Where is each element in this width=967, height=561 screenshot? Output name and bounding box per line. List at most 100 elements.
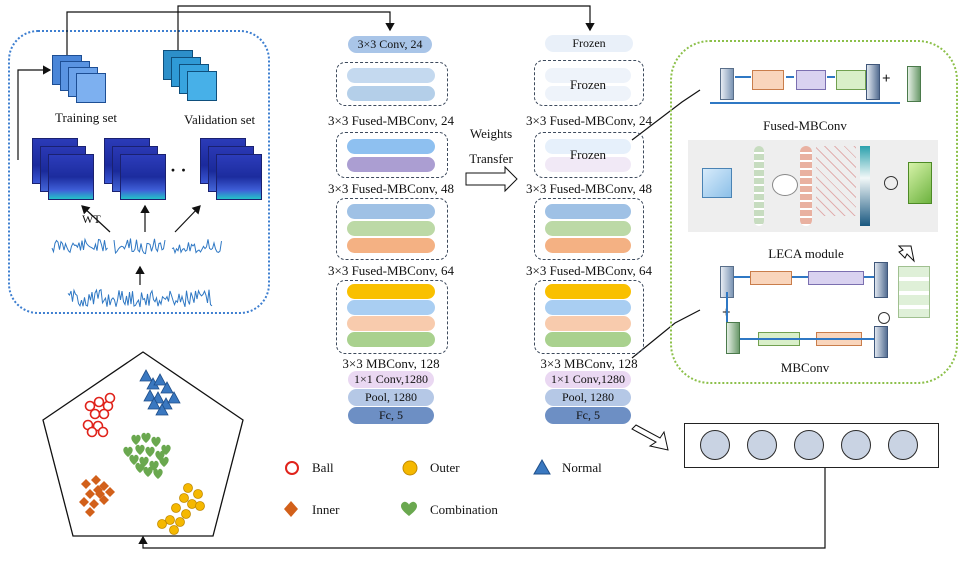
ball-legend-icon [285, 461, 299, 475]
inner-marker [85, 489, 95, 499]
source-pool: Pool, 1280 [348, 389, 434, 406]
normal-marker [155, 403, 169, 416]
outer-marker [169, 525, 179, 535]
source-stage1-layer [347, 68, 435, 83]
target-frozen-layer [545, 68, 631, 83]
outer-marker [181, 509, 191, 519]
source-stage3-box [336, 198, 448, 260]
spectrogram-stack-1 [32, 138, 94, 202]
target-stage4-layer [545, 332, 631, 347]
inner-marker [89, 499, 99, 509]
wt-label: WT [82, 212, 101, 226]
transfer-label-line1: Weights [469, 126, 513, 141]
outer-legend-icon [402, 460, 418, 476]
fused-mbconv-diagram: + [700, 62, 940, 112]
target-stage3-layer [545, 238, 631, 253]
target-frozen-stage2: Frozen [569, 147, 607, 162]
spectrogram-stack-3 [200, 138, 262, 202]
target-stage4-box [534, 280, 644, 354]
target-stage3-layer [545, 221, 631, 236]
source-fc: Fc, 5 [348, 407, 434, 424]
source-stage4-layer [347, 300, 435, 315]
target-fc: Fc, 5 [545, 407, 631, 424]
training-set-label: Training set [55, 110, 117, 125]
combination-marker [153, 468, 163, 479]
inner-marker [105, 487, 115, 497]
inner-marker [81, 479, 91, 489]
legend-normal-label: Normal [562, 460, 602, 475]
combination-marker [129, 454, 139, 465]
combination-marker [151, 436, 161, 447]
combination-marker [135, 444, 145, 455]
combination-marker [131, 434, 141, 445]
source-stage2-layer [347, 139, 435, 154]
normal-marker [160, 381, 174, 394]
output-node [747, 430, 777, 460]
ball-cluster [82, 392, 116, 438]
source-stage3-layer [347, 204, 435, 219]
outer-marker [195, 501, 205, 511]
combination-marker [161, 444, 171, 455]
inner-legend-icon [284, 501, 298, 517]
inner-marker [93, 485, 103, 495]
source-stage1-label: 3×3 Fused-MBConv, 24 [327, 113, 455, 128]
target-frozen-layer [545, 86, 631, 101]
combination-marker [145, 446, 155, 457]
output-layer-box [684, 423, 939, 468]
source-conv-stem: 3×3 Conv, 24 [348, 36, 432, 53]
outer-marker [179, 493, 189, 503]
source-stage1-box [336, 62, 448, 106]
target-stage4-label: 3×3 MBConv, 128 [540, 356, 638, 371]
source-stage4-box [336, 280, 448, 354]
target-stage4-layer [545, 300, 631, 315]
target-frozen-layer [545, 157, 631, 172]
source-stage2-box [336, 132, 448, 178]
leca-module-diagram [688, 140, 938, 232]
output-node [841, 430, 871, 460]
outer-marker [193, 489, 203, 499]
target-frozen-layer [545, 139, 631, 154]
legend-combination-label: Combination [430, 502, 498, 517]
inner-marker [99, 495, 109, 505]
output-node [794, 430, 824, 460]
combination-marker [159, 456, 169, 467]
normal-legend-icon [533, 458, 551, 475]
source-stage2-label: 3×3 Fused-MBConv, 48 [327, 181, 455, 196]
target-pool: Pool, 1280 [545, 389, 631, 406]
combination-marker [141, 432, 151, 443]
source-stage1-layer [347, 86, 435, 101]
legend-inner-label: Inner [312, 502, 340, 517]
spectrogram-stack-2 [104, 138, 166, 202]
output-node [888, 430, 918, 460]
ball-marker [97, 426, 109, 438]
validation-set-label: Validation set [184, 112, 256, 127]
target-conv-head: 1×1 Conv,1280 [545, 371, 631, 388]
outer-marker [183, 483, 193, 493]
data-prep-panel [8, 30, 270, 314]
outer-cluster [157, 483, 205, 535]
inner-marker [91, 475, 101, 485]
source-stage3-layer [347, 238, 435, 253]
output-node [700, 430, 730, 460]
source-stage4-label: 3×3 MBConv, 128 [342, 356, 440, 371]
inner-cluster [79, 475, 115, 517]
target-stage4-layer [545, 316, 631, 331]
target-stage3-box [534, 198, 644, 260]
source-conv-head: 1×1 Conv,1280 [348, 371, 434, 388]
training-set-icon [52, 55, 112, 105]
source-stage4-layer [347, 316, 435, 331]
source-stage3-layer [347, 221, 435, 236]
combination-legend-icon [401, 501, 417, 516]
normal-marker [143, 389, 157, 402]
normal-cluster [139, 369, 181, 416]
outer-marker [165, 515, 175, 525]
target-stage2-label: 3×3 Fused-MBConv, 48 [525, 181, 653, 196]
ball-marker [104, 392, 116, 404]
validation-set-icon [163, 50, 223, 106]
legend-ball-label: Ball [312, 460, 334, 475]
transfer-label-line2: Transfer [469, 151, 513, 166]
